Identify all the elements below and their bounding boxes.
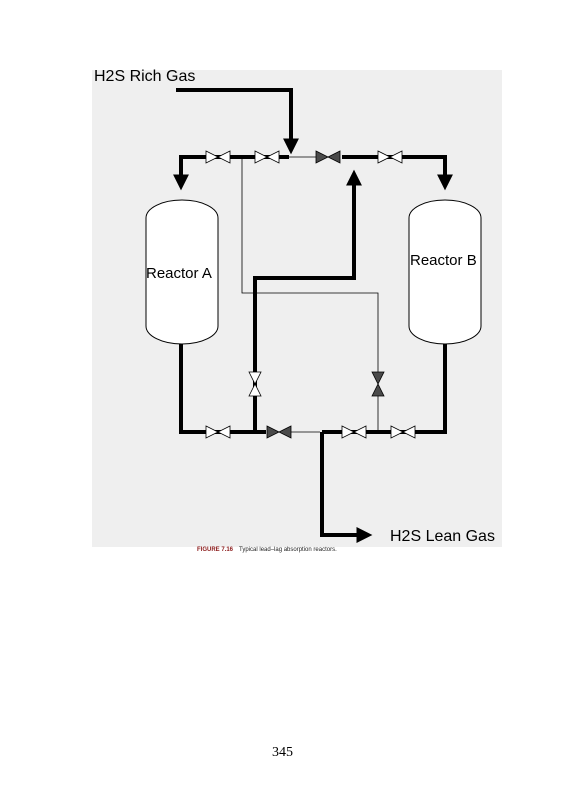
valves: [205, 150, 416, 439]
outlet-label: H2S Lean Gas: [390, 528, 495, 545]
valve-bottom-1: [205, 425, 219, 439]
figure-caption: FIGURE 7.16 Typical lead–lag absorption r…: [197, 547, 337, 553]
thin-lines: [241, 156, 379, 433]
reactor-b-label: Reactor B: [410, 252, 477, 269]
valve-top-3-closed: [315, 150, 329, 164]
figure-number: FIGURE 7.16: [197, 547, 234, 553]
outlet-pipe: [320, 432, 373, 543]
inlet-label: H2S Rich Gas: [94, 68, 195, 85]
valve-bottom-4: [390, 425, 404, 439]
valve-vertical-crossover: [248, 371, 262, 385]
top-header-to-reactor-b: [342, 155, 453, 191]
crossover-pipe: [253, 169, 362, 432]
valve-vertical-bypass-closed: [371, 371, 385, 385]
figure-caption-text: Typical lead–lag absorption reactors.: [239, 547, 337, 553]
valve-bottom-2-closed: [266, 425, 280, 439]
valve-bottom-3: [341, 425, 355, 439]
reactor-a-label: Reactor A: [146, 265, 212, 282]
reactor-b-vessel: [408, 199, 482, 345]
top-header-to-reactor-a: [173, 155, 289, 191]
reactor-b-outlet-pipe: [322, 344, 447, 434]
valve-top-1: [205, 150, 219, 164]
page-number: 345: [272, 745, 293, 760]
thin-bypass-line: [241, 157, 379, 374]
inlet-pipe: [176, 88, 299, 155]
valve-top-4: [377, 150, 391, 164]
valve-top-2: [254, 150, 268, 164]
reactor-a-outlet-pipe: [179, 344, 266, 434]
